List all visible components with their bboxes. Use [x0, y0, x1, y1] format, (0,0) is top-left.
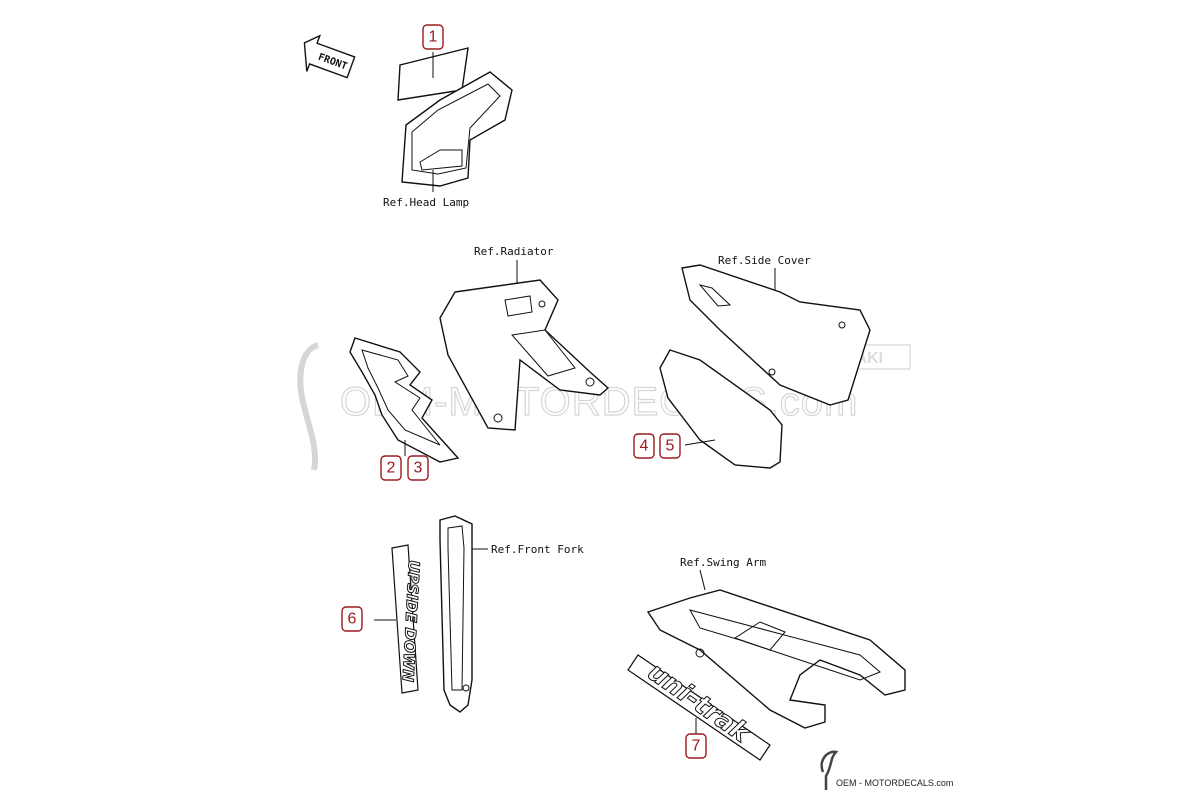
callout-6: 6 — [341, 606, 363, 632]
front-arrow-icon — [303, 34, 356, 79]
side-cover-vent — [698, 284, 732, 307]
decal-2-3-inner — [361, 349, 441, 446]
watermark-mascot-icon — [297, 342, 320, 471]
callout-7-label: 7 — [692, 738, 701, 755]
head-lamp-number-plate — [419, 149, 463, 171]
decal-6-text: UPSIDE DOWN — [399, 560, 423, 683]
swing-arm-pivot — [695, 648, 705, 658]
decal-4-5-shape — [659, 349, 783, 469]
swing-arm-group: Ref.Swing Arm uni-trak — [627, 556, 906, 761]
radiator-vent-2 — [511, 329, 576, 377]
radiator-bolt-3 — [538, 300, 546, 308]
decal-2-3-shape — [349, 337, 460, 463]
callout-6-frame — [341, 606, 363, 632]
ref-side-cover: Ref.Side Cover — [718, 254, 811, 267]
callout-1: 1 — [422, 24, 444, 50]
callout-2: 2 — [380, 455, 402, 481]
ref-swing-arm: Ref.Swing Arm — [680, 556, 766, 569]
callout-7: 7 — [685, 733, 707, 759]
ref-head-lamp: Ref.Head Lamp — [383, 196, 469, 209]
radiator-group: Ref.Radiator — [349, 245, 610, 463]
callout-1-label: 1 — [429, 29, 438, 46]
front-fork-group: Ref.Front Fork UPSIDE DOWN — [374, 515, 584, 713]
logo-text: OEM - MOTORDECALS.com — [836, 778, 953, 788]
fork-guard-inner — [447, 525, 465, 691]
callout-3-label: 3 — [414, 460, 423, 477]
callout-4-frame — [633, 433, 655, 459]
side-cover-bolt-2 — [768, 368, 776, 376]
swing-arm-brace — [733, 621, 786, 651]
head-lamp-inner — [411, 83, 501, 175]
fork-guard — [439, 515, 473, 713]
front-arrow: FRONT — [303, 34, 356, 79]
radiator-bolt-2 — [493, 413, 503, 423]
callout-5: 5 — [659, 433, 681, 459]
side-cover — [681, 264, 871, 406]
head-lamp-group: Ref.Head Lamp — [383, 47, 513, 209]
swing-arm-inner — [688, 609, 881, 681]
side-cover-bolt-1 — [838, 321, 846, 329]
callout-2-label: 2 — [387, 460, 396, 477]
leader-4-5 — [684, 439, 716, 446]
leader-swing-arm — [699, 569, 706, 591]
callout-4-label: 4 — [640, 438, 649, 455]
ref-front-fork: Ref.Front Fork — [491, 543, 584, 556]
swing-arm — [646, 589, 906, 729]
ref-radiator: Ref.Radiator — [474, 245, 554, 258]
logo-mascot-icon — [820, 750, 839, 790]
side-cover-group: Ref.Side Cover — [659, 254, 871, 469]
decal-6-shape — [391, 544, 419, 694]
radiator-vent-1 — [504, 295, 533, 317]
callout-4: 4 — [633, 433, 655, 459]
callout-5-label: 5 — [666, 438, 675, 455]
radiator-bolt-1 — [585, 377, 595, 387]
radiator-shroud — [439, 279, 610, 431]
fork-bolt — [462, 684, 470, 692]
callout-1-frame — [422, 24, 444, 50]
head-lamp-cover — [401, 71, 513, 187]
callout-5-frame — [659, 433, 681, 459]
callout-6-label: 6 — [348, 611, 357, 628]
callout-7-frame — [685, 733, 707, 759]
callout-2-frame — [380, 455, 402, 481]
callout-3: 3 — [407, 455, 429, 481]
callout-3-frame — [407, 455, 429, 481]
site-logo: OEM - MOTORDECALS.com — [820, 750, 953, 790]
decal-7-shape — [627, 654, 771, 761]
